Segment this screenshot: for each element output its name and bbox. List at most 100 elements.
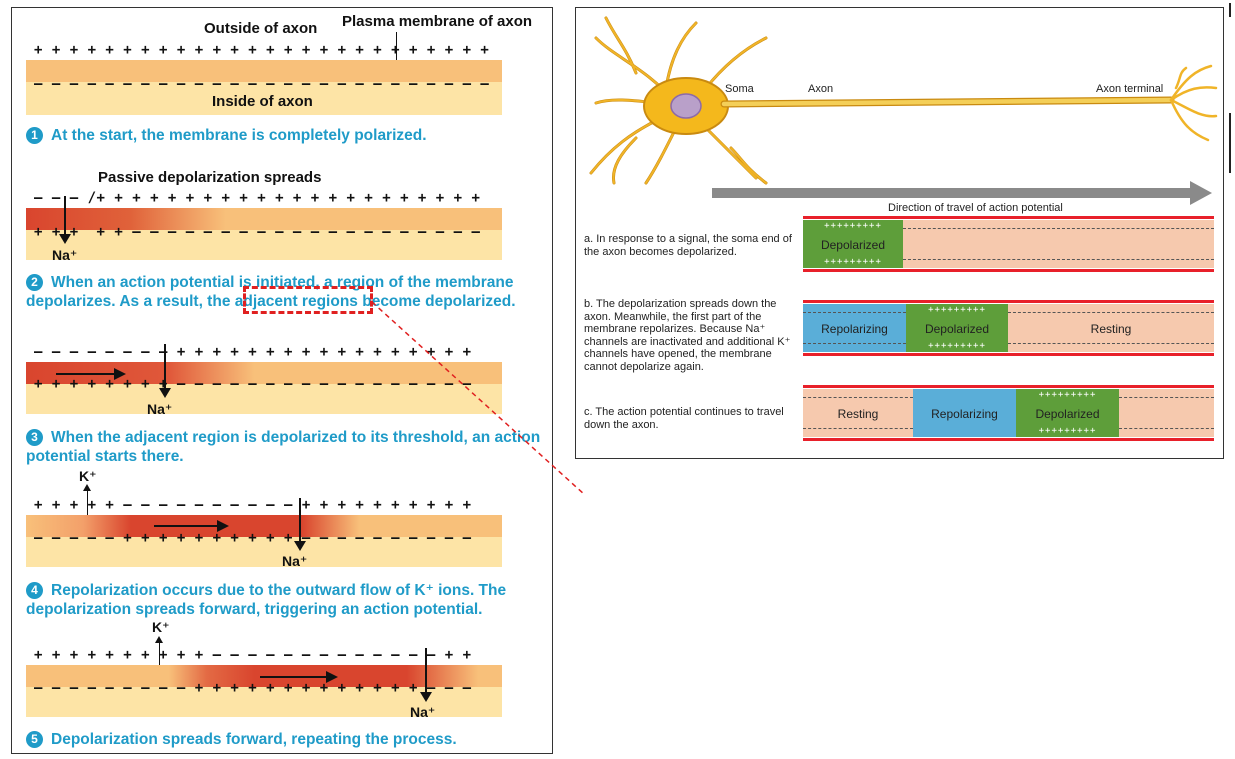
resting-label-b: Resting	[1090, 322, 1132, 336]
propagation-arrow-5	[260, 676, 328, 678]
charges-bottom-2: + + + + + – – – – – – – – – – – – – – – …	[34, 224, 481, 240]
na-arrow-2	[64, 196, 66, 236]
plus-row-c-top: +++++++++	[1038, 390, 1097, 400]
step-5-number: 5	[26, 731, 43, 748]
depolarized-label-b: Depolarized	[924, 322, 990, 336]
na-arrow-5	[425, 648, 427, 694]
direction-arrow-shaft	[712, 188, 1192, 198]
step-3-number: 3	[26, 429, 43, 446]
outside-axon-label: Outside of axon	[204, 20, 318, 37]
k-label-4: K⁺	[79, 468, 97, 484]
na-arrow-4	[299, 498, 301, 543]
plus-row-c-bottom: +++++++++	[1038, 426, 1097, 436]
inside-band-1	[26, 82, 502, 115]
segment-depolarized-a: +++++++++ Depolarized +++++++++	[803, 220, 903, 268]
charges-bottom-4: – – – – – + + + + + + + + + + – – – – – …	[34, 530, 472, 546]
membrane-band-3	[26, 362, 502, 384]
strip-a: +++++++++ Depolarized +++++++++	[803, 216, 1214, 272]
segment-repolarizing-c: Repolarizing	[913, 389, 1016, 437]
step-3-text: When the adjacent region is depolarized …	[26, 429, 541, 465]
nucleus	[670, 93, 702, 119]
charges-bottom-1: – – – – – – – – – – – – – – – – – – – – …	[34, 76, 490, 92]
step-4-text: Repolarization occurs due to the outward…	[26, 582, 507, 618]
step-1-text: At the start, the membrane is completely…	[51, 127, 427, 144]
segment-depolarized-c: +++++++++ Depolarized +++++++++	[1016, 389, 1119, 437]
segment-resting-a	[903, 220, 1214, 268]
na-label-5: Na⁺	[410, 704, 436, 720]
axon-shaft	[721, 97, 1174, 107]
membrane-band-1	[26, 60, 502, 82]
k-arrow-head-4	[83, 484, 91, 491]
step-1-caption: 1 At the start, the membrane is completel…	[26, 126, 546, 145]
charges-top-5: + + + + + + + + + + – – – – – – – – – – …	[34, 647, 472, 663]
plasma-membrane-label: Plasma membrane of axon	[342, 13, 533, 30]
caption-a: a. In response to a signal, the soma end…	[584, 233, 792, 258]
charges-top-2: – – – /+ + + + + + + + + + + + + + + + +…	[34, 190, 481, 206]
membrane-band-2	[26, 208, 502, 230]
repolarizing-label-c: Repolarizing	[931, 407, 998, 421]
highlight-box	[243, 286, 373, 314]
soma-label: Soma	[725, 83, 754, 95]
edge-mark-top	[1229, 3, 1231, 17]
charges-bottom-5: – – – – – – – – – + + + + + + + + + + + …	[34, 680, 472, 696]
inside-band-3	[26, 384, 502, 414]
plus-row-b-top: +++++++++	[928, 305, 986, 315]
edge-mark-middle	[1229, 113, 1231, 173]
caption-c: c. The action potential continues to tra…	[584, 406, 784, 431]
na-label-2: Na⁺	[52, 247, 78, 263]
propagation-arrow-head-4	[217, 520, 229, 532]
axon-terminal-label: Axon terminal	[1096, 83, 1164, 95]
charges-top-1: + + + + + + + + + + + + + + + + + + + + …	[34, 42, 490, 58]
plus-row-a-bottom: +++++++++	[824, 257, 882, 267]
inside-band-2	[26, 230, 502, 260]
propagation-arrow-4	[154, 525, 219, 527]
segment-resting-c: Resting	[803, 389, 913, 437]
segment-resting-b: Resting	[1008, 304, 1214, 352]
k-label-5: K⁺	[152, 619, 170, 635]
repolarizing-label-b: Repolarizing	[821, 322, 888, 336]
plus-row-a-top: +++++++++	[824, 221, 882, 231]
charges-top-4: + + + + + – – – – – – – – – – + + + + + …	[34, 497, 472, 513]
caption-b: b. The depolarization spreads down the a…	[584, 298, 791, 373]
propagation-arrow-head-3	[114, 368, 126, 380]
step-5-text: Depolarization spreads forward, repeatin…	[51, 731, 457, 748]
step-2-text: When an action potential is initiated, a…	[26, 274, 516, 310]
axon-label: Axon	[808, 83, 834, 95]
pointer-line	[371, 301, 586, 496]
left-diagram-panel: Outside of axon Plasma membrane of axon …	[11, 7, 553, 754]
membrane-band-4	[26, 515, 502, 537]
na-arrow-head-4	[294, 541, 306, 551]
inside-band-4	[26, 537, 502, 567]
charges-top-3: – – – – – – – – + + + + + + + + + + + + …	[34, 344, 472, 360]
plus-row-b-bottom: +++++++++	[928, 341, 986, 351]
segment-depolarized-b: +++++++++ Depolarized +++++++++	[906, 304, 1008, 352]
propagation-arrow-head-5	[326, 671, 338, 683]
inside-axon-label: Inside of axon	[212, 93, 313, 110]
charges-bottom-3: + + + + + + + + – – – – – – – – – – – – …	[34, 376, 472, 392]
na-arrow-3	[164, 344, 166, 390]
step-1-number: 1	[26, 127, 43, 144]
resting-label-c: Resting	[837, 407, 879, 421]
step-4-number: 4	[26, 582, 43, 599]
na-label-3: Na⁺	[147, 401, 173, 417]
segment-resting-c2	[1119, 389, 1214, 437]
depolarized-label-c: Depolarized	[1035, 407, 1100, 421]
depolarized-label-a: Depolarized	[820, 238, 886, 252]
strip-b: Repolarizing +++++++++ Depolarized +++++…	[803, 300, 1214, 356]
na-label-4: Na⁺	[282, 553, 308, 569]
step-2-number: 2	[26, 274, 43, 291]
direction-label: Direction of travel of action potential	[888, 202, 1063, 214]
passive-depolarization-label: Passive depolarization spreads	[98, 169, 322, 186]
na-arrow-head-2	[59, 234, 71, 244]
strip-c: Resting Repolarizing +++++++++ Depolariz…	[803, 385, 1214, 441]
k-arrow-head-5	[155, 636, 163, 643]
step-5-caption: 5 Depolarization spreads forward, repeati…	[26, 730, 548, 749]
propagation-arrow-3	[56, 373, 116, 375]
na-arrow-head-5	[420, 692, 432, 702]
na-arrow-head-3	[159, 388, 171, 398]
neuron-illustration	[589, 16, 1218, 185]
right-diagram-panel: Soma Axon Axon terminal Direction of tra…	[575, 7, 1224, 459]
